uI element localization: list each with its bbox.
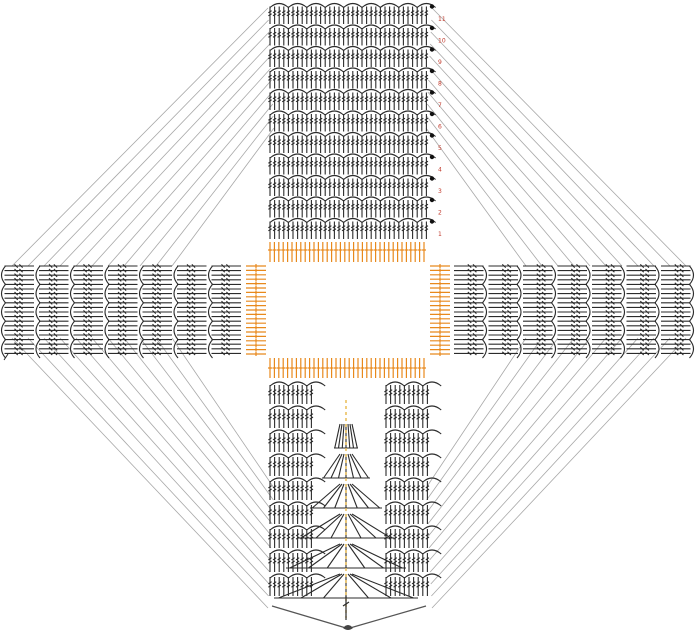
row-end-marker xyxy=(430,47,434,51)
row-number: 2 xyxy=(438,210,442,217)
row-end-marker xyxy=(430,112,434,116)
row-end-marker xyxy=(430,90,434,94)
row-number: 4 xyxy=(438,167,442,174)
row-end-marker xyxy=(430,176,434,180)
row-number: 6 xyxy=(438,124,442,131)
row-end-marker xyxy=(430,4,434,8)
row-number: 1 xyxy=(438,231,442,238)
row-end-marker xyxy=(430,69,434,73)
row-end-marker xyxy=(430,155,434,159)
row-end-marker xyxy=(430,26,434,30)
row-number: 10 xyxy=(438,38,446,45)
row-number: 8 xyxy=(438,81,442,88)
row-number: 7 xyxy=(438,102,442,109)
row-end-marker xyxy=(430,133,434,137)
row-number: 5 xyxy=(438,145,442,152)
row-number: 9 xyxy=(438,59,442,66)
row-end-marker xyxy=(430,198,434,202)
row-end-marker xyxy=(430,219,434,223)
row-number: 3 xyxy=(438,188,442,195)
row-number: 11 xyxy=(438,16,446,23)
